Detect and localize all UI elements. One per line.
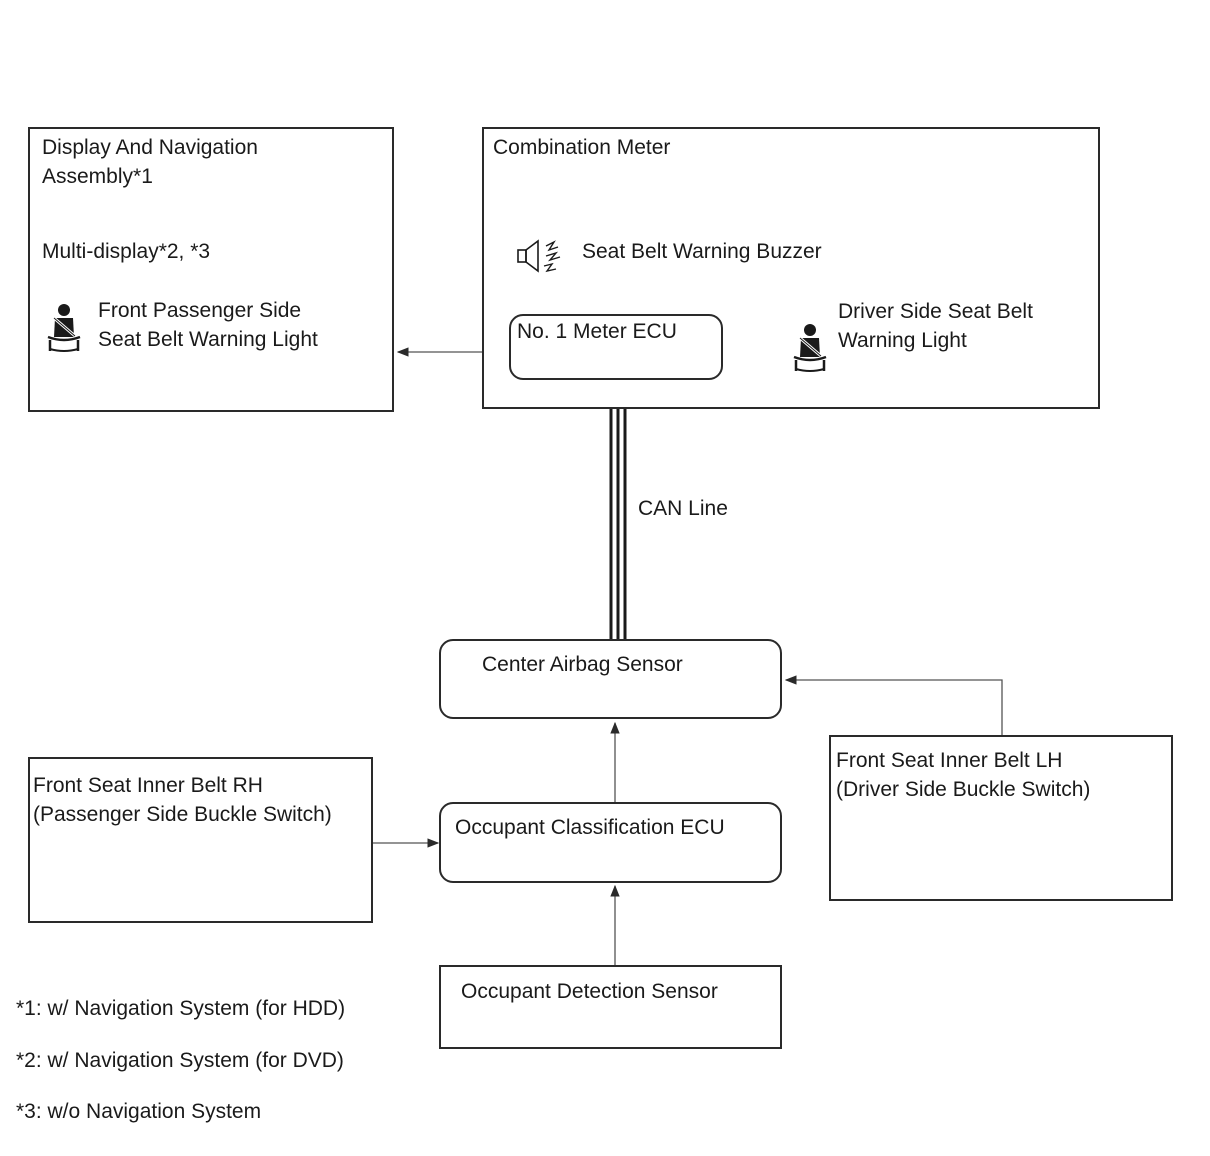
footnote-3: *3: w/o Navigation System — [16, 1100, 262, 1123]
occupant-detection-sensor-label: Occupant Detection Sensor — [461, 980, 718, 1003]
driver-light-label-line1: Driver Side Seat Belt — [838, 300, 1033, 323]
belt-rh-label-line2: (Passenger Side Buckle Switch) — [33, 803, 332, 826]
center-airbag-sensor-box — [439, 639, 782, 719]
passenger-light-label-line1: Front Passenger Side — [98, 299, 302, 322]
meter-ecu-label: No. 1 Meter ECU — [517, 320, 677, 343]
combination-meter-title: Combination Meter — [493, 136, 671, 159]
can-line-wires — [609, 408, 627, 640]
display-nav-title-line1: Display And Navigation — [42, 136, 258, 159]
front-seat-inner-belt-rh-box — [28, 757, 373, 923]
seatbelt-warning-icon — [793, 324, 827, 372]
center-airbag-sensor-label: Center Airbag Sensor — [482, 653, 683, 676]
combination-meter-box — [482, 127, 1100, 409]
display-navigation-assembly-box — [28, 127, 394, 412]
seatbelt-warning-icon — [47, 304, 81, 352]
passenger-light-label-line2: Seat Belt Warning Light — [98, 328, 318, 351]
belt-lh-label-line2: (Driver Side Buckle Switch) — [836, 778, 1091, 801]
occupant-classification-ecu-box — [439, 802, 782, 883]
arrow-belt-lh-to-airbag — [784, 675, 1003, 736]
front-seat-inner-belt-lh-box — [829, 735, 1173, 901]
buzzer-label: Seat Belt Warning Buzzer — [582, 240, 822, 263]
display-nav-title-line2: Assembly*1 — [42, 165, 153, 188]
occupant-classification-ecu-label: Occupant Classification ECU — [455, 816, 725, 839]
belt-lh-label-line1: Front Seat Inner Belt LH — [836, 749, 1063, 772]
display-nav-subtitle: Multi-display*2, *3 — [42, 240, 211, 263]
occupant-detection-sensor-box — [439, 965, 782, 1049]
can-line-label: CAN Line — [638, 497, 728, 520]
buzzer-speaker-icon — [517, 239, 561, 273]
footnote-2: *2: w/ Navigation System (for DVD) — [16, 1049, 344, 1072]
footnote-1: *1: w/ Navigation System (for HDD) — [16, 997, 346, 1020]
driver-light-label-line2: Warning Light — [838, 329, 967, 352]
meter-ecu-box — [509, 314, 723, 380]
belt-rh-label-line1: Front Seat Inner Belt RH — [33, 774, 263, 797]
